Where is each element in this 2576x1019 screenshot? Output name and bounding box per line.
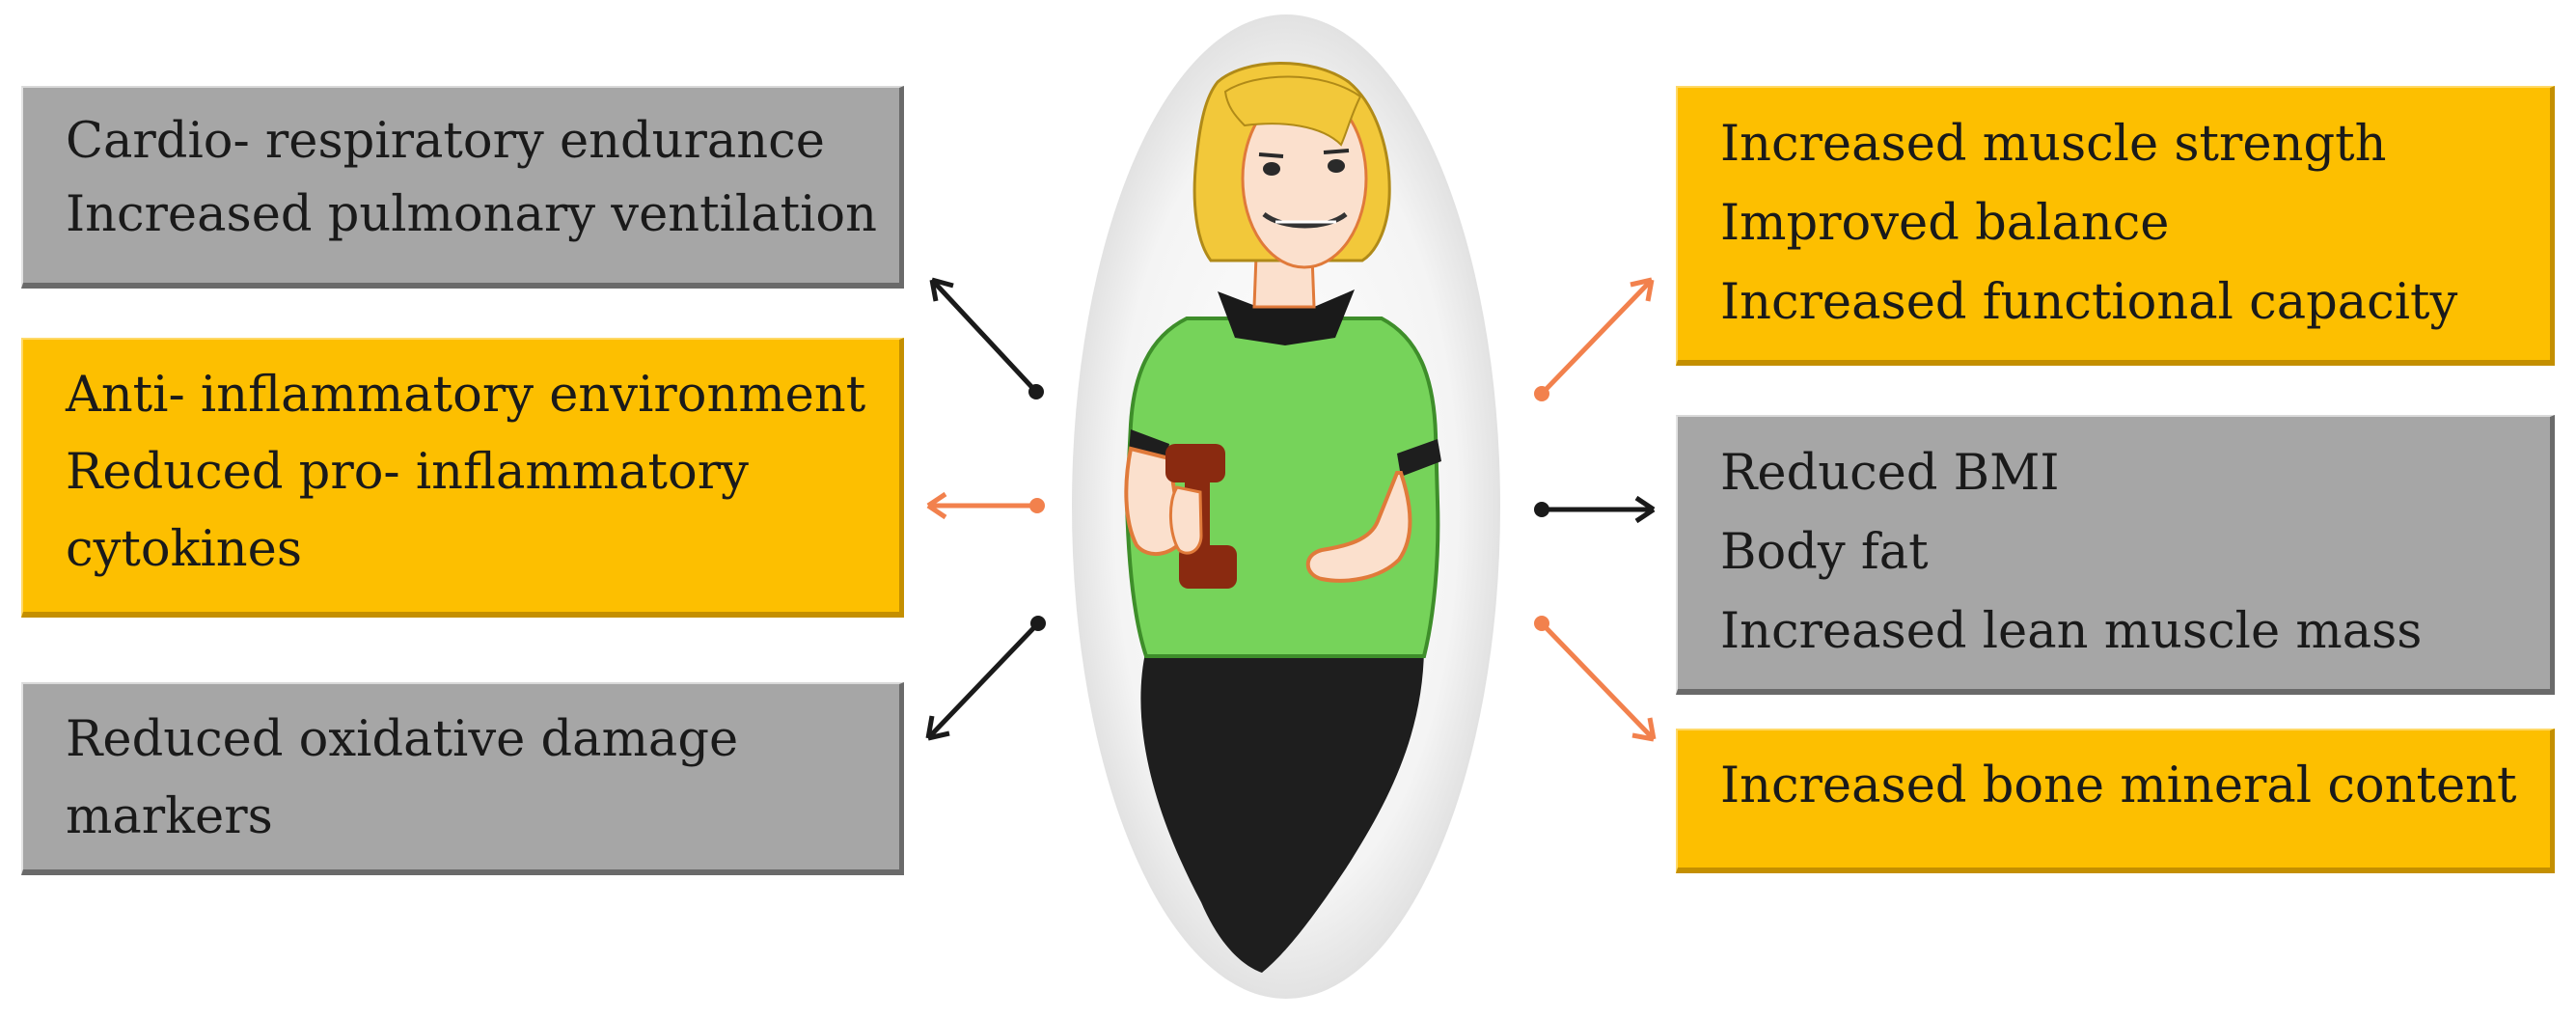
bone-box: Increased bone mineral content (1676, 729, 2555, 873)
box-line: markers (66, 788, 273, 845)
box-line: Increased lean muscle mass (1720, 603, 2423, 660)
box-line: Reduced oxidative damage (66, 711, 739, 768)
cardio-box: Cardio- respiratory endurance Increased … (21, 86, 904, 289)
box-line: Improved balance (1720, 195, 2170, 252)
smile (1262, 211, 1348, 229)
box-line: Anti- inflammatory environment (66, 367, 866, 424)
left-hand (1168, 485, 1203, 555)
right-eye (1328, 159, 1345, 173)
arrow-to-right-2 (1534, 495, 1656, 524)
right-sleeve-cuff (1397, 439, 1441, 477)
arrow-to-right-1 (1534, 277, 1655, 401)
box-line: Increased pulmonary ventilation (66, 186, 877, 243)
arrow-to-left-1 (929, 277, 1044, 399)
box-line: Increased functional capacity (1720, 274, 2458, 331)
left-eye (1263, 162, 1280, 176)
body-composition-box: Reduced BMI Body fat Increased lean musc… (1676, 415, 2555, 695)
box-line: Increased bone mineral content (1720, 757, 2517, 814)
person-illustration (1124, 62, 1441, 973)
box-line: Increased muscle strength (1720, 116, 2387, 173)
box-line: Reduced pro- inflammatory (66, 444, 749, 501)
box-line: Cardio- respiratory endurance (66, 113, 825, 170)
arrow-to-right-3 (1534, 616, 1657, 742)
inflammation-box: Anti- inflammatory environment Reduced p… (21, 338, 904, 618)
oxidative-box: Reduced oxidative damage markers (21, 682, 904, 875)
collar (1218, 289, 1355, 345)
arrow-to-left-2 (926, 491, 1045, 520)
pants (1140, 648, 1424, 973)
hair-fringe (1223, 75, 1362, 147)
arrow-to-left-3 (925, 616, 1046, 741)
box-line: cytokines (66, 521, 302, 578)
box-line: Body fat (1720, 524, 1929, 581)
right-arm (1305, 471, 1412, 583)
strength-box: Increased muscle strength Improved balan… (1676, 86, 2555, 366)
box-line: Reduced BMI (1720, 445, 2060, 502)
